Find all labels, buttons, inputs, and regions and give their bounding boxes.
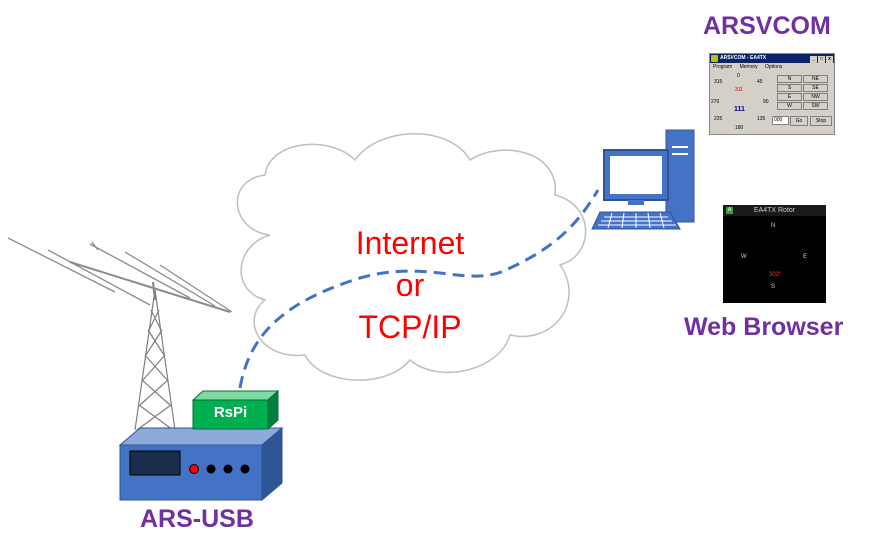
dir-button-nw[interactable]: NW	[803, 93, 828, 101]
window-title: ARSVCOM - EA4TX	[720, 55, 767, 61]
knob	[240, 464, 250, 474]
led-red	[189, 464, 199, 474]
rspi-box	[191, 389, 280, 431]
maximize-button[interactable]: □	[818, 56, 825, 63]
cloud-text: Internet or TCP/IP	[320, 222, 500, 348]
dir-button-n[interactable]: N	[777, 75, 802, 83]
rotor-title: EA4TX Rotor	[723, 205, 826, 216]
ars-usb-box	[118, 426, 284, 502]
window-titlebar: ARSVCOM - EA4TX _□x	[710, 54, 834, 63]
dial-value: 111	[734, 106, 745, 113]
dial-mark-225: 225	[714, 116, 723, 122]
dial-mark-135: 135	[757, 116, 766, 122]
dial-mark-0: 0	[737, 73, 740, 79]
compass-w: W	[741, 254, 747, 260]
display-panel	[129, 450, 181, 476]
knob	[223, 464, 233, 474]
rotor-badge: A	[726, 207, 733, 214]
ars-usb-label: ARS-USB	[140, 505, 254, 533]
dir-button-w[interactable]: W	[777, 102, 802, 110]
dir-button-e[interactable]: E	[777, 93, 802, 101]
compass-e: E	[803, 254, 808, 260]
menu-memory[interactable]: Memory	[739, 64, 758, 70]
close-button[interactable]: x	[826, 56, 833, 63]
cloud-line-tcpip: TCP/IP	[358, 309, 462, 345]
dir-button-ne[interactable]: NE	[803, 75, 828, 83]
dir-button-se[interactable]: SE	[803, 84, 828, 92]
rotor-value: 303°	[769, 272, 782, 278]
dial-small-value: 311	[735, 87, 743, 93]
dial-mark-45: 45	[757, 79, 763, 85]
dir-button-sw[interactable]: SW	[803, 102, 828, 110]
go-button[interactable]: Go	[790, 116, 808, 126]
dial-mark-315: 315	[714, 79, 723, 85]
dial-mark-270: 270	[711, 99, 720, 105]
menu-program[interactable]: Program	[713, 64, 733, 70]
antenna-tower	[134, 281, 176, 431]
cloud-line-or: or	[395, 267, 425, 303]
stop-button[interactable]: Stop	[810, 116, 832, 126]
compass-s: S	[771, 284, 776, 290]
web-browser-label: Web Browser	[684, 313, 844, 341]
menu-bar: Program Memory Options	[710, 63, 834, 71]
dir-button-s[interactable]: S	[777, 84, 802, 92]
menu-options[interactable]: Options	[765, 64, 783, 70]
app-icon	[711, 55, 718, 62]
minimize-button[interactable]: _	[810, 56, 817, 63]
heading-input[interactable]: 000	[772, 116, 789, 125]
compass-n: N	[771, 223, 776, 229]
dial-mark-90: 90	[763, 99, 769, 105]
dial-mark-180: 180	[735, 125, 744, 131]
network-link	[238, 189, 600, 389]
computer-icon	[591, 129, 695, 230]
cloud-line-internet: Internet	[355, 225, 465, 261]
arsvcom-window: ARSVCOM - EA4TX _□x Program Memory Optio…	[709, 53, 835, 135]
rspi-label: RsPi	[213, 404, 248, 421]
yagi-antenna	[7, 237, 233, 313]
cloud-shape	[236, 133, 587, 381]
arsvcom-label: ARSVCOM	[703, 12, 831, 40]
knob	[206, 464, 216, 474]
rotor-web-display: EA4TX Rotor A N E S W 303°	[723, 205, 826, 303]
